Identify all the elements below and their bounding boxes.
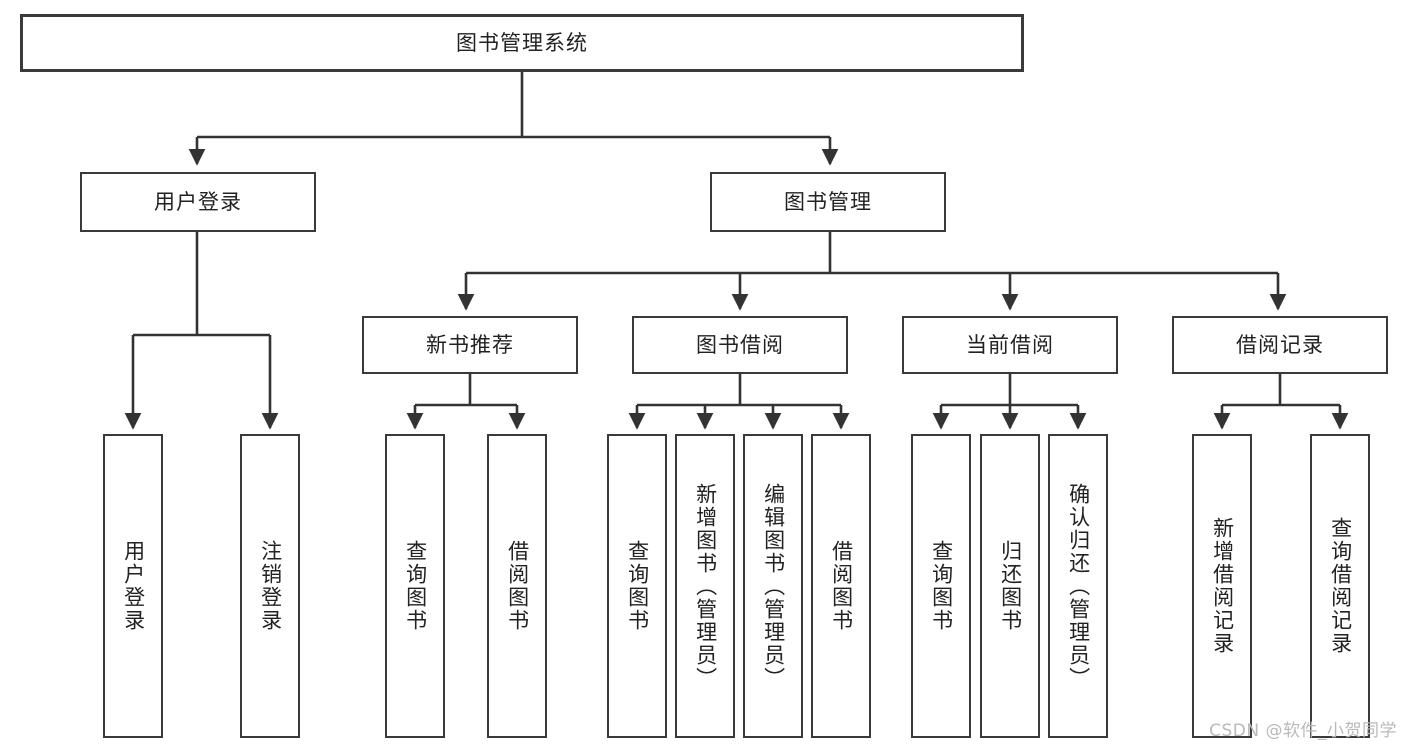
leaf-user-login-label: 用户登录 xyxy=(121,540,146,632)
node-user-login[interactable]: 用户登录 xyxy=(80,172,316,232)
leaf-user-login[interactable]: 用户登录 xyxy=(103,434,163,738)
leaf-query-book-1-label: 查询图书 xyxy=(403,540,428,632)
leaf-borrow-book-2-label: 借阅图书 xyxy=(829,540,854,632)
leaf-confirm-return-label: 确认归还（管理员） xyxy=(1066,482,1091,690)
leaf-logout[interactable]: 注销登录 xyxy=(240,434,300,738)
leaf-confirm-return[interactable]: 确认归还（管理员） xyxy=(1048,434,1108,738)
leaf-borrow-book-1[interactable]: 借阅图书 xyxy=(487,434,547,738)
leaf-query-book-3-label: 查询图书 xyxy=(929,540,954,632)
leaf-logout-label: 注销登录 xyxy=(258,540,283,632)
node-current-borrow[interactable]: 当前借阅 xyxy=(902,316,1118,374)
leaf-return-book[interactable]: 归还图书 xyxy=(980,434,1040,738)
node-new-book-recommend-label: 新书推荐 xyxy=(426,332,514,357)
leaf-edit-book[interactable]: 编辑图书（管理员） xyxy=(743,434,803,738)
leaf-query-book-1[interactable]: 查询图书 xyxy=(385,434,445,738)
node-book-borrow-label: 图书借阅 xyxy=(696,332,784,357)
leaf-add-book-label: 新增图书（管理员） xyxy=(693,482,718,690)
node-current-borrow-label: 当前借阅 xyxy=(966,332,1054,357)
node-borrow-record-label: 借阅记录 xyxy=(1236,332,1324,357)
leaf-add-borrow-record-label: 新增借阅记录 xyxy=(1210,517,1235,655)
leaf-query-borrow-record[interactable]: 查询借阅记录 xyxy=(1310,434,1370,738)
node-new-book-recommend[interactable]: 新书推荐 xyxy=(362,316,578,374)
leaf-edit-book-label: 编辑图书（管理员） xyxy=(761,482,786,690)
leaf-query-book-2-label: 查询图书 xyxy=(625,540,650,632)
leaf-borrow-book-2[interactable]: 借阅图书 xyxy=(811,434,871,738)
node-root-label: 图书管理系统 xyxy=(456,30,588,55)
node-book-borrow[interactable]: 图书借阅 xyxy=(632,316,848,374)
node-borrow-record[interactable]: 借阅记录 xyxy=(1172,316,1388,374)
leaf-add-borrow-record[interactable]: 新增借阅记录 xyxy=(1192,434,1252,738)
csdn-watermark: CSDN @软件_小贺同学 xyxy=(1209,721,1397,741)
node-book-manage[interactable]: 图书管理 xyxy=(710,172,946,232)
leaf-return-book-label: 归还图书 xyxy=(998,540,1023,632)
leaf-borrow-book-1-label: 借阅图书 xyxy=(505,540,530,632)
node-book-manage-label: 图书管理 xyxy=(784,189,872,214)
leaf-query-book-3[interactable]: 查询图书 xyxy=(911,434,971,738)
leaf-add-book[interactable]: 新增图书（管理员） xyxy=(675,434,735,738)
node-root[interactable]: 图书管理系统 xyxy=(20,14,1024,72)
node-user-login-label: 用户登录 xyxy=(154,189,242,214)
leaf-query-borrow-record-label: 查询借阅记录 xyxy=(1328,517,1353,655)
leaf-query-book-2[interactable]: 查询图书 xyxy=(607,434,667,738)
